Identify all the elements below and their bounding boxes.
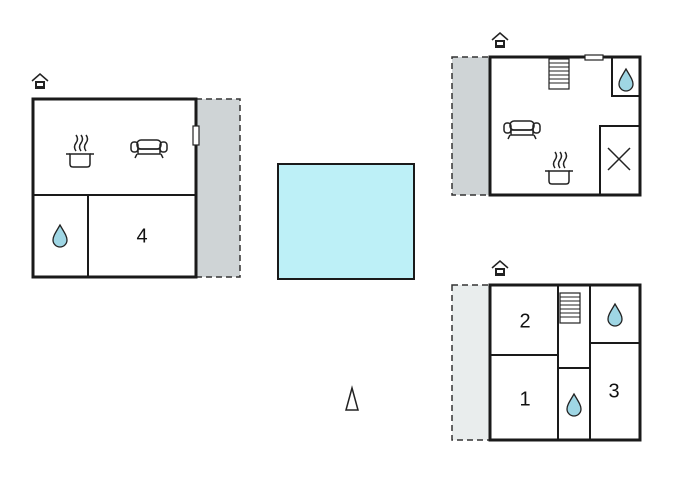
stairs-icon (548, 58, 570, 90)
room-number-3: 3 (608, 380, 619, 402)
left-building-outline (31, 97, 198, 279)
water-drop-icon (607, 303, 623, 327)
cooking-pot-icon (544, 151, 574, 185)
house-entrance-icon (491, 260, 509, 277)
house-entrance-icon (491, 32, 509, 49)
top-right-building (451, 32, 642, 197)
top-right-terrace (451, 56, 491, 196)
room-number-1: 1 (519, 388, 530, 410)
room-number-2: 2 (519, 310, 530, 332)
water-drop-icon (566, 393, 582, 417)
bottom-right-building-outline (488, 283, 642, 442)
pool (277, 163, 415, 280)
bottom-right-terrace (451, 284, 491, 441)
top-right-door (584, 54, 604, 61)
water-drop-icon (618, 68, 634, 92)
stairs-icon (559, 292, 581, 324)
house-entrance-icon (31, 73, 49, 90)
sofa-icon (503, 120, 541, 140)
sofa-icon (130, 139, 168, 159)
left-terrace (195, 98, 241, 278)
north-arrow-icon (345, 385, 359, 411)
cooking-pot-icon (65, 134, 95, 168)
bottom-right-building: 2 1 3 (451, 260, 642, 442)
water-drop-icon (52, 224, 68, 248)
left-door (192, 125, 200, 146)
room-number-4: 4 (136, 225, 147, 247)
left-building: 4 (31, 73, 241, 279)
